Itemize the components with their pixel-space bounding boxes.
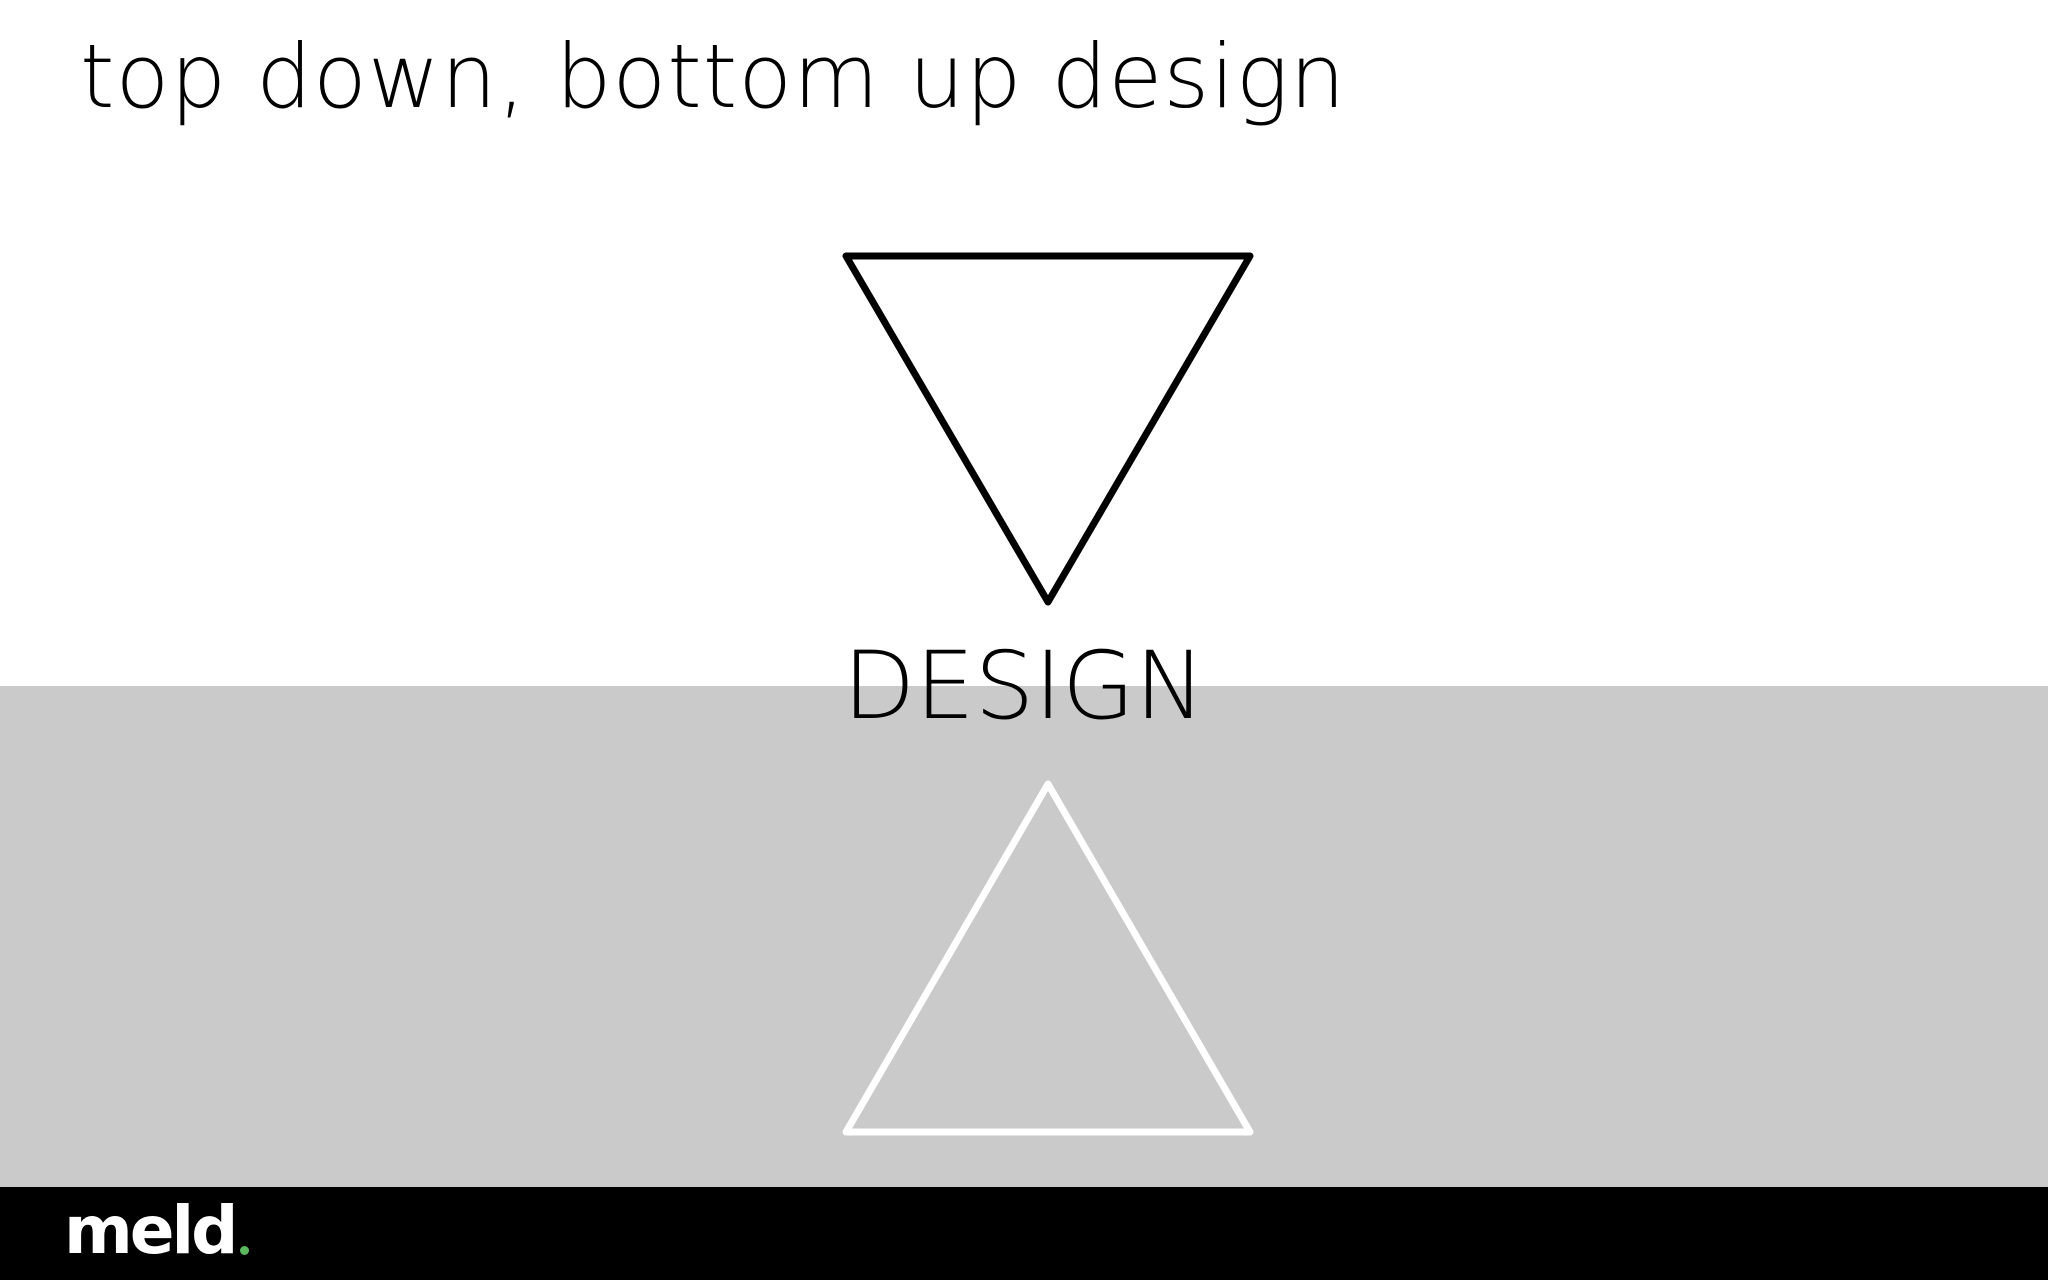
- bottom-background-band: [0, 686, 2048, 1187]
- meld-logo: meld: [64, 1192, 250, 1269]
- footer-bar: [0, 1187, 2048, 1280]
- bottom-up-triangle-icon: [842, 780, 1254, 1136]
- logo-text: meld: [64, 1192, 238, 1269]
- slide-title: top down, bottom up design: [80, 25, 1347, 128]
- top-down-triangle-icon: [842, 252, 1254, 606]
- logo-dot-icon: [240, 1246, 250, 1255]
- top-background-band: [0, 0, 2048, 686]
- center-word: DESIGN: [842, 632, 1206, 741]
